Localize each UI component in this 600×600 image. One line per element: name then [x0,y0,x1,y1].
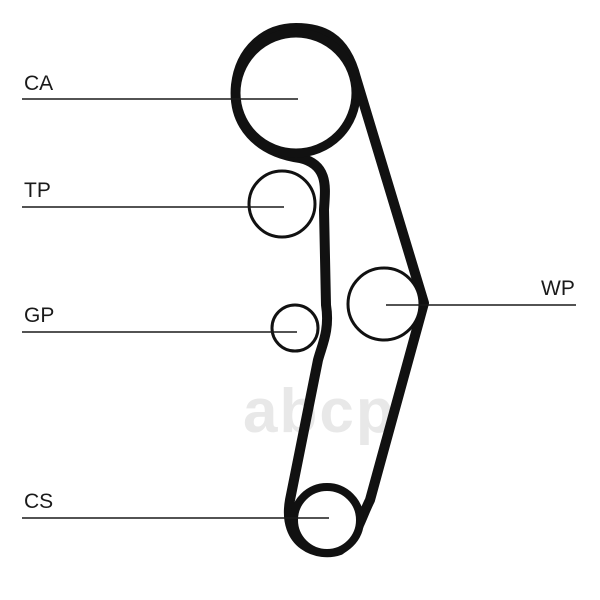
wp-label: WP [541,277,575,300]
crankshaft-pulley [290,483,364,557]
camshaft-pulley [231,28,361,158]
watermark-text: abcp [243,377,396,446]
guide-pulley [270,303,320,353]
cs-label: CS [24,490,53,513]
tp-label: TP [24,179,51,202]
ca-label: CA [24,72,53,95]
tensioner-pulley [247,169,317,239]
gp-label: GP [24,304,54,327]
water-pump-pulley [346,266,422,342]
